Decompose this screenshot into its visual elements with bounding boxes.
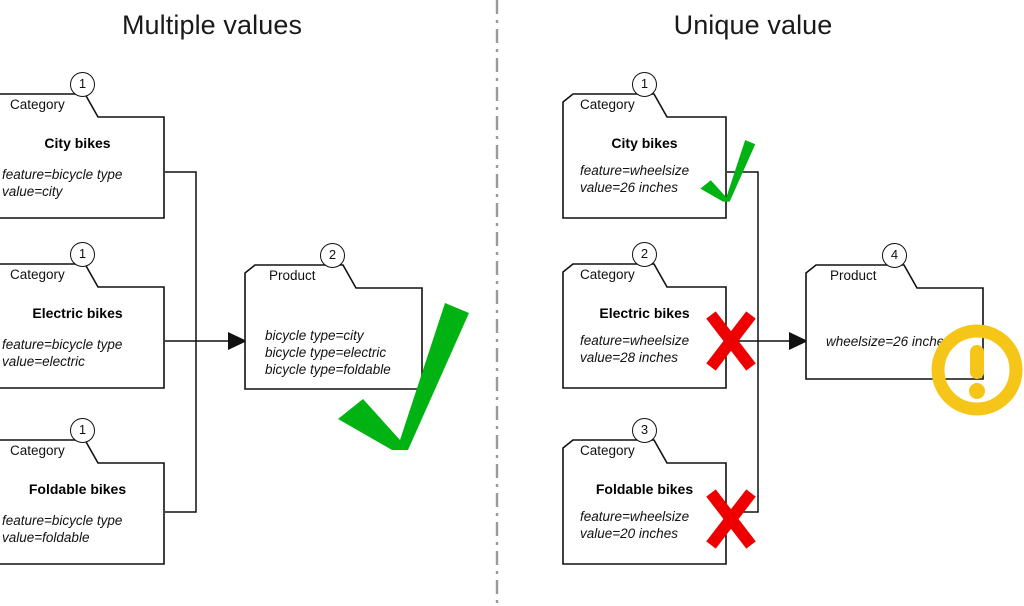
card-detail-line: wheelsize=26 inches — [826, 334, 951, 349]
card-tab-label: Category — [10, 97, 65, 112]
card-detail-lines: feature=wheelsize value=20 inches — [580, 508, 689, 542]
card-detail-line: value=28 inches — [580, 350, 678, 365]
card-folder-shape — [0, 263, 165, 389]
step-badge: 1 — [70, 242, 95, 267]
card-tab-label: Product — [269, 268, 316, 283]
step-badge: 2 — [320, 243, 345, 268]
card-title: Foldable bikes — [28, 481, 127, 497]
card-detail-lines: feature=wheelsize value=28 inches — [580, 332, 689, 366]
left-product-card[interactable]: Product bicycle type=city bicycle type=e… — [244, 264, 423, 390]
right-category-card-1[interactable]: Category City bikes feature=wheelsize va… — [562, 93, 727, 219]
card-detail-line: feature=bicycle type — [2, 337, 123, 352]
card-detail-line: value=20 inches — [580, 526, 678, 541]
card-detail-lines: feature=bicycle type value=electric — [2, 336, 122, 370]
check-icon — [338, 303, 469, 450]
card-detail-line: feature=bicycle type — [2, 513, 123, 528]
card-detail-lines: feature=bicycle type value=city — [2, 166, 122, 200]
card-detail-lines: feature=wheelsize value=26 inches — [580, 162, 689, 196]
card-detail-line: bicycle type=electric — [265, 345, 387, 360]
panel-title-right: Unique value — [673, 10, 833, 40]
card-title: Foldable bikes — [595, 481, 694, 497]
card-tab-label: Category — [580, 443, 635, 458]
card-title: City bikes — [611, 135, 678, 151]
card-tab-label: Product — [830, 268, 877, 283]
card-tab-label: Category — [580, 267, 635, 282]
card-detail-line: feature=bicycle type — [2, 167, 123, 182]
card-detail-line: value=electric — [2, 354, 85, 369]
card-folder-shape — [0, 93, 165, 219]
card-detail-line: value=city — [2, 184, 63, 199]
step-badge: 1 — [70, 418, 95, 443]
cross-icon — [706, 311, 756, 371]
step-badge: 4 — [882, 243, 907, 268]
card-title: Electric bikes — [32, 305, 123, 321]
card-detail-line: feature=wheelsize — [580, 333, 690, 348]
step-badge: 1 — [632, 72, 657, 97]
card-folder-shape — [562, 439, 727, 565]
card-tab-label: Category — [10, 443, 65, 458]
panel-title-left: Multiple values — [121, 10, 303, 40]
right-category-card-3[interactable]: Category Foldable bikes feature=wheelsiz… — [562, 439, 727, 565]
card-tab-label: Category — [10, 267, 65, 282]
left-category-card-3[interactable]: Category Foldable bikes feature=bicycle … — [0, 439, 165, 565]
card-detail-line: feature=wheelsize — [580, 509, 690, 524]
check-icon — [700, 140, 756, 202]
left-category-card-2[interactable]: Category Electric bikes feature=bicycle … — [0, 263, 165, 389]
left-category-card-1[interactable]: Category City bikes feature=bicycle type… — [0, 93, 165, 219]
card-detail-lines: wheelsize=26 inches — [826, 333, 951, 350]
card-folder-shape — [0, 439, 165, 565]
card-detail-line: feature=wheelsize — [580, 163, 690, 178]
cross-icon — [706, 489, 756, 549]
card-detail-lines: feature=bicycle type value=foldable — [2, 512, 122, 546]
step-badge: 2 — [632, 242, 657, 267]
card-detail-lines: bicycle type=city bicycle type=electric … — [265, 327, 391, 378]
card-title: Electric bikes — [599, 305, 690, 321]
card-detail-line: bicycle type=city — [265, 328, 364, 343]
right-category-card-2[interactable]: Category Electric bikes feature=wheelsiz… — [562, 263, 727, 389]
step-badge: 1 — [70, 72, 95, 97]
step-badge: 3 — [632, 418, 657, 443]
card-folder-shape — [562, 93, 727, 219]
warning-icon — [931, 324, 1023, 416]
card-folder-shape — [562, 263, 727, 389]
card-detail-line: value=foldable — [2, 530, 90, 545]
card-detail-line: bicycle type=foldable — [265, 362, 391, 377]
card-tab-label: Category — [580, 97, 635, 112]
card-title: City bikes — [44, 135, 111, 151]
card-detail-line: value=26 inches — [580, 180, 678, 195]
card-folder-shape — [244, 264, 423, 390]
